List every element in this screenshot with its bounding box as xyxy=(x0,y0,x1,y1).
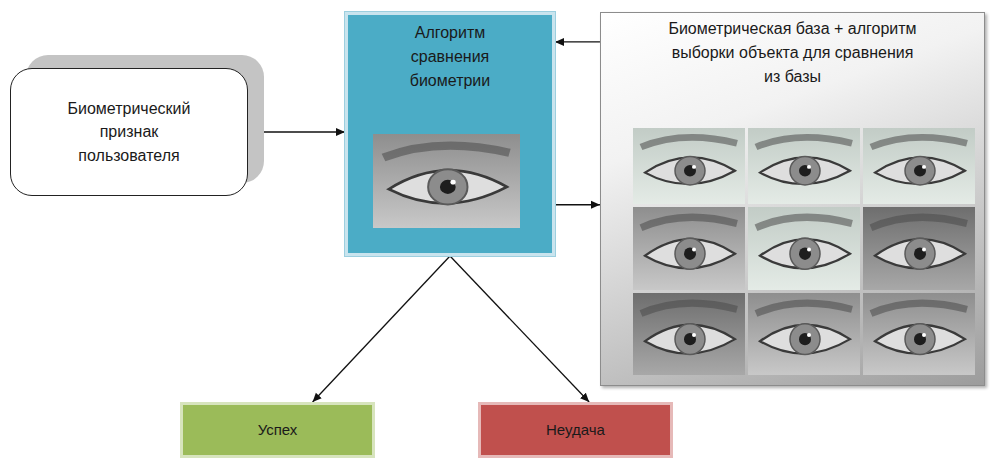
input-box: Биометрический признак пользователя xyxy=(10,68,248,196)
box-label: Биометрический признак пользователя xyxy=(54,97,204,167)
box-label: Неудача xyxy=(546,419,605,441)
arrow-connector xyxy=(555,204,600,205)
database-box: Биометрическая база + алгоритм выборки о… xyxy=(600,12,985,386)
process-box: Алгоритм сравнения биометрии xyxy=(345,12,555,256)
arrow-connector xyxy=(450,256,589,402)
box-label: Алгоритм сравнения биометрии xyxy=(385,21,515,93)
arrow-connector xyxy=(248,131,345,132)
box-label: Успех xyxy=(258,419,298,441)
arrow-connector xyxy=(313,256,450,402)
failure-box: Неудача xyxy=(478,402,673,458)
eye-photo-grid xyxy=(633,128,975,375)
arrow-connector xyxy=(555,41,600,42)
box-label: Биометрическая база + алгоритм выборки о… xyxy=(668,17,918,89)
success-box: Успех xyxy=(180,402,375,458)
eye-photo-main xyxy=(373,134,520,228)
